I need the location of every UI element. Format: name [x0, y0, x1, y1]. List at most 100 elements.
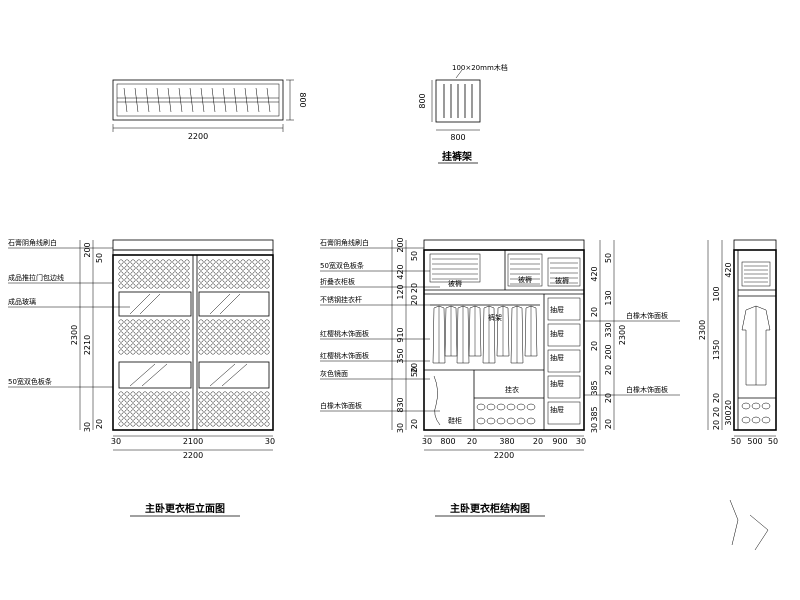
pattern-dot	[240, 265, 246, 271]
shoe	[526, 417, 536, 425]
struct-clothes	[432, 305, 538, 364]
pattern-dot	[222, 283, 228, 289]
struct-right-dim: 20	[604, 419, 613, 429]
pattern-dot	[264, 271, 270, 277]
pattern-dot	[264, 277, 270, 283]
pattern-dot	[136, 331, 142, 337]
rack-leader	[455, 69, 463, 79]
hanging-garment	[432, 305, 446, 364]
pattern-dot	[154, 415, 160, 421]
glass-hatch	[139, 293, 161, 315]
pattern-dot	[252, 397, 258, 403]
struct-left-dim: 120	[396, 284, 405, 299]
pattern-dot	[234, 403, 240, 409]
pattern-dot	[118, 259, 124, 265]
pattern-dot	[198, 277, 204, 283]
pattern-dot	[252, 409, 258, 415]
struct-right-dim: 20	[590, 341, 599, 351]
hanging-garment	[444, 305, 458, 357]
struct-left-dim: 20	[410, 295, 419, 305]
plan-hanger	[189, 87, 194, 113]
pattern-dot	[130, 283, 136, 289]
pattern-dot	[246, 349, 252, 355]
pattern-dot	[118, 403, 124, 409]
pattern-dot	[124, 391, 130, 397]
pattern-dot	[154, 343, 160, 349]
pattern-dot	[148, 325, 154, 331]
pattern-dot	[252, 325, 258, 331]
hanging-garment	[482, 305, 496, 364]
pattern-dot	[130, 319, 136, 325]
pattern-dot	[160, 283, 166, 289]
pattern-dot	[172, 343, 178, 349]
pattern-dot	[246, 259, 252, 265]
pattern-dot	[234, 259, 240, 265]
pattern-dot	[184, 391, 190, 397]
pattern-dot	[148, 319, 154, 325]
pattern-dot	[142, 397, 148, 403]
rack-depth-dim: 800	[418, 93, 427, 108]
elev-glass-panel	[198, 361, 270, 389]
pattern-dot	[118, 271, 124, 277]
rack-title: 挂裤架	[442, 150, 472, 163]
pattern-dot	[252, 319, 258, 325]
struct-inner-label: 鞋柜	[448, 416, 462, 425]
struct-right-dim: 20	[590, 307, 599, 317]
structure-view: 被褥 被褥 被褥 抽屉 抽屉 抽屉 抽屉 抽屉 挂衣 裤架 鞋柜 石膏阴角线刷白…	[320, 237, 680, 517]
pattern-dot	[240, 271, 246, 277]
pattern-dot	[160, 265, 166, 271]
pattern-dot	[184, 265, 190, 271]
pattern-dot	[142, 343, 148, 349]
pattern-dot	[222, 349, 228, 355]
pattern-dot	[184, 349, 190, 355]
struct-inner-label: 被褥	[555, 276, 569, 285]
pattern-dot	[136, 409, 142, 415]
side-outline	[733, 249, 777, 431]
glass-hatch	[129, 363, 156, 387]
shoe	[516, 417, 526, 425]
pattern-dot	[154, 283, 160, 289]
pattern-dot	[124, 277, 130, 283]
struct-right-label: 白橡木饰面板	[626, 311, 668, 320]
pattern-dot	[210, 331, 216, 337]
pattern-dot	[198, 319, 204, 325]
side-shoe	[751, 416, 761, 424]
pattern-dot	[240, 397, 246, 403]
pattern-dot	[178, 325, 184, 331]
elev-title: 主卧更衣柜立面图	[145, 502, 225, 515]
pattern-dot	[184, 319, 190, 325]
pattern-dot	[160, 277, 166, 283]
pattern-dot	[198, 337, 204, 343]
pattern-dot	[130, 403, 136, 409]
plan-hanger	[156, 87, 161, 113]
struct-shoes	[476, 403, 536, 425]
struct-right-dim: 30	[590, 423, 599, 433]
pattern-dot	[154, 325, 160, 331]
struct-left-dim: 30	[396, 423, 405, 433]
pattern-dot	[204, 415, 210, 421]
pattern-dot	[216, 409, 222, 415]
pattern-dot	[178, 397, 184, 403]
pattern-dot	[198, 265, 204, 271]
pattern-dot	[246, 331, 252, 337]
elev-label: 成品玻璃	[8, 297, 36, 306]
pattern-dot	[258, 283, 264, 289]
pattern-dot	[148, 337, 154, 343]
pattern-dot	[258, 265, 264, 271]
pattern-dot	[142, 319, 148, 325]
pattern-dot	[210, 325, 216, 331]
pattern-dot	[246, 325, 252, 331]
side-cornice	[733, 239, 777, 251]
pattern-dot	[178, 331, 184, 337]
pattern-dot	[228, 325, 234, 331]
pattern-dot	[252, 415, 258, 421]
shoe	[486, 403, 496, 411]
pattern-dot	[234, 337, 240, 343]
shoe	[496, 403, 506, 411]
pattern-dot	[154, 349, 160, 355]
pattern-dot	[216, 265, 222, 271]
pattern-dot	[210, 283, 216, 289]
pattern-dot	[264, 403, 270, 409]
side-dim: 420	[724, 262, 733, 277]
pattern-dot	[130, 259, 136, 265]
